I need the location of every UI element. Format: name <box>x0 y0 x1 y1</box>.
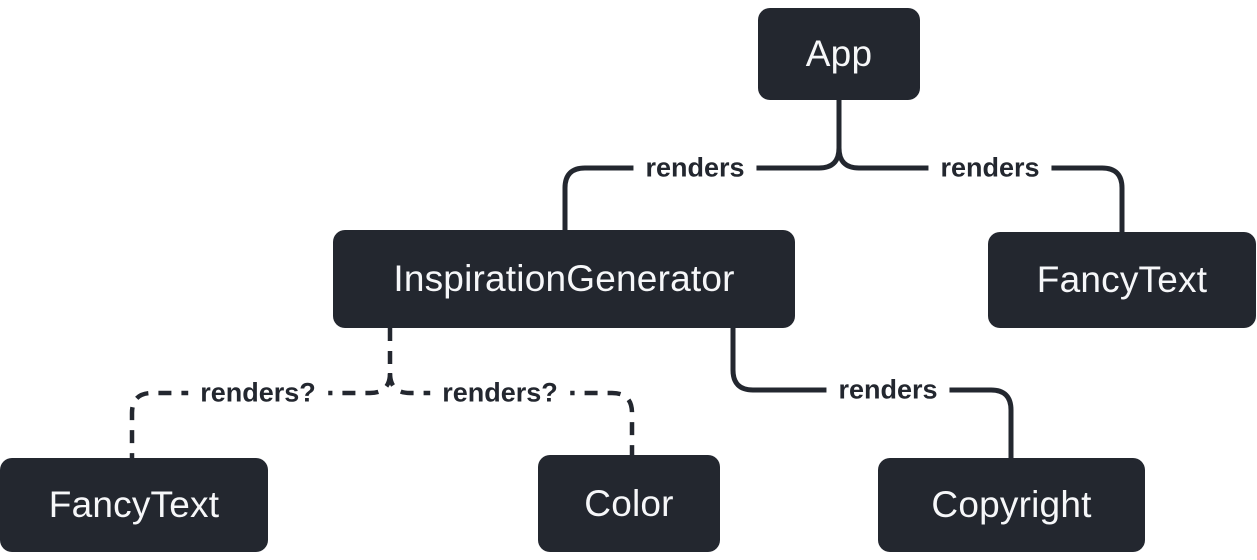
node-inspiration-generator-label: InspirationGenerator <box>393 258 735 299</box>
node-copyright-label: Copyright <box>931 484 1092 525</box>
node-copyright: Copyright <box>878 458 1145 552</box>
node-app-label: App <box>805 33 873 74</box>
edge-inspirationgenerator-color <box>387 372 635 455</box>
edge-label-app-fancytext: renders <box>928 150 1052 186</box>
node-app: App <box>758 8 920 100</box>
node-color: Color <box>538 455 720 552</box>
node-fancy-text-top: FancyText <box>988 232 1256 328</box>
node-fancy-text-bottom: FancyText <box>0 458 268 552</box>
node-fancy-text-bottom-label: FancyText <box>48 484 220 525</box>
node-fancy-text-top-label: FancyText <box>1036 259 1208 300</box>
node-color-label: Color <box>584 482 674 524</box>
edge-app-fancytext <box>836 147 1125 232</box>
edge-label-inspirationgenerator-fancytext: renders? <box>188 375 328 411</box>
node-inspiration-generator: InspirationGenerator <box>333 230 795 328</box>
edge-label-inspirationgenerator-copyright: renders <box>826 372 950 408</box>
edge-label-inspirationgenerator-color: renders? <box>430 375 570 411</box>
edge-label-app-inspirationgenerator: renders <box>633 150 757 186</box>
